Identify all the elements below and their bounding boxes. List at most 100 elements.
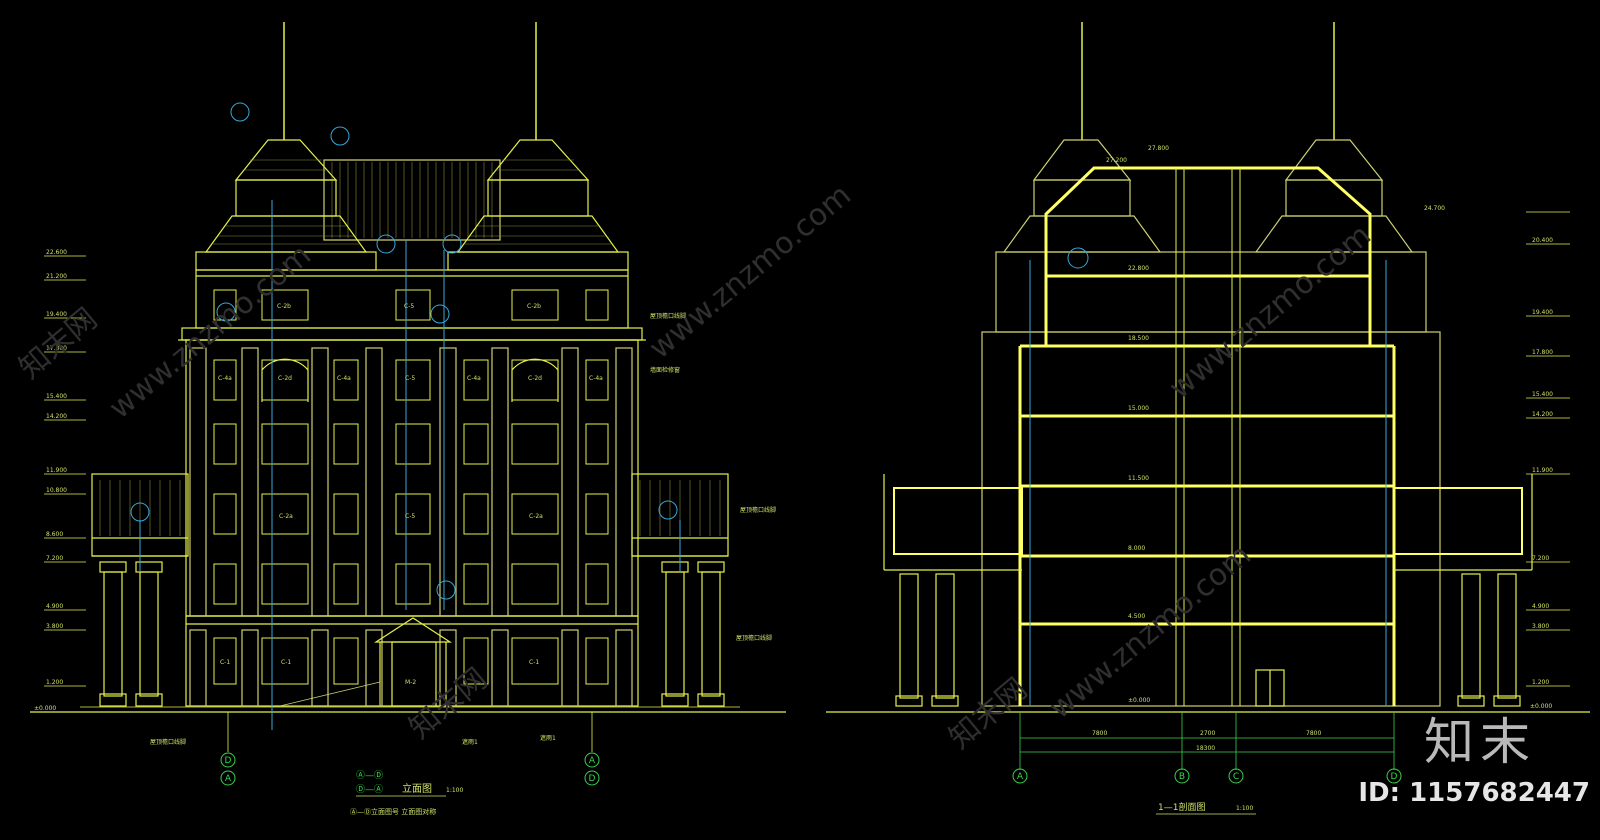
cyan-pipes: [130, 102, 681, 730]
brand-logo-text: 知末: [1424, 713, 1536, 771]
level-mark: 11.500: [1128, 475, 1149, 482]
window-tag: C-2a: [529, 513, 543, 520]
level-mark: 11.900: [1532, 467, 1553, 474]
window-tag: C-1: [281, 659, 291, 666]
axis-label: A: [1017, 772, 1024, 782]
level-mark: 1.200: [1532, 679, 1549, 686]
dimension-total: 18300: [1196, 745, 1215, 752]
level-mark: 7.200: [1532, 555, 1549, 562]
level-mark: 14.200: [1532, 411, 1553, 418]
level-mark: 22.800: [1128, 265, 1149, 272]
window-tag: C-2d: [528, 375, 542, 382]
window-grid: [213, 289, 609, 685]
dimension-value: 2700: [1200, 730, 1215, 737]
callout: 屋顶檐口线脚: [150, 738, 186, 746]
level-mark: 8.600: [46, 531, 63, 538]
level-mark: 10.800: [46, 487, 67, 494]
level-mark: 27.800: [1148, 145, 1169, 152]
level-mark: 19.400: [46, 311, 67, 318]
level-mark: 4.500: [1128, 613, 1145, 620]
title-prefix: Ⓓ—Ⓐ: [356, 784, 383, 795]
elevation-title: 立面图: [402, 782, 432, 795]
axis-label: D: [589, 774, 596, 784]
section-axis-bubbles: A B C D: [1012, 768, 1402, 784]
level-mark: 8.000: [1128, 545, 1145, 552]
elevation-axis-bubbles: D A A D: [220, 752, 600, 786]
level-mark: 15.000: [1128, 405, 1149, 412]
window-tag: C-2b: [277, 303, 291, 310]
axis-label: D: [1391, 772, 1398, 782]
callout: 屋顶檐口线脚: [650, 312, 686, 320]
image-id-label: ID: 1157682447: [1358, 778, 1590, 808]
section-scale: 1:100: [1236, 805, 1253, 812]
level-mark: 14.200: [46, 413, 67, 420]
level-mark: 17.800: [46, 345, 67, 352]
section-level-ticks: [1526, 211, 1570, 713]
section-labels: 27.800 27.200 22.800 18.500 15.000 11.50…: [1092, 145, 1553, 752]
window-tag: C-4a: [467, 375, 481, 382]
level-mark: ±0.000: [34, 705, 56, 712]
callout: 遮雨1: [462, 738, 478, 746]
title-prefix: Ⓐ—Ⓓ: [356, 770, 383, 781]
level-mark: 15.400: [46, 393, 67, 400]
level-mark: 19.400: [1532, 309, 1553, 316]
window-tag: C-1: [529, 659, 539, 666]
window-tag: C-4a: [589, 375, 603, 382]
wing-columns: [99, 561, 725, 707]
level-mark: 27.200: [1106, 157, 1127, 164]
window-tag: C-4a: [218, 375, 232, 382]
level-mark: 4.900: [46, 603, 63, 610]
window-tag: C-4a: [337, 375, 351, 382]
level-mark: 20.400: [1532, 237, 1553, 244]
callout: 屋顶檐口线脚: [740, 506, 776, 514]
level-mark: 24.700: [1424, 205, 1445, 212]
elevation-scale: 1:100: [446, 787, 463, 794]
level-mark: 17.800: [1532, 349, 1553, 356]
legend-note: Ⓐ—Ⓓ立面图号 立面图对称: [350, 807, 436, 816]
window-tag: C-1: [220, 659, 230, 666]
level-mark: 3.800: [1532, 623, 1549, 630]
level-mark: 7.200: [46, 555, 63, 562]
level-mark: 18.500: [1128, 335, 1149, 342]
window-tag: C-2d: [278, 375, 292, 382]
level-mark: 21.200: [46, 273, 67, 280]
window-tag: C-5: [405, 513, 415, 520]
level-mark: 15.400: [1532, 391, 1553, 398]
window-tag: C-2a: [279, 513, 293, 520]
callout: 遮雨1: [540, 734, 556, 742]
level-mark: 22.600: [46, 249, 67, 256]
section-title: 1—1剖面图: [1158, 801, 1205, 813]
elevation-title-block: Ⓐ—Ⓓ Ⓓ—Ⓐ 立面图 1:100 Ⓐ—Ⓓ立面图号 立面图对称: [350, 770, 463, 816]
dimension-lines: [1019, 712, 1395, 770]
section-view: [826, 22, 1590, 770]
elevation-labels: 22.600 21.200 19.400 17.800 15.400 14.20…: [34, 249, 776, 746]
window-tag: M-2: [405, 679, 416, 686]
section-cyan-marks: [1029, 247, 1387, 706]
axis-label: A: [589, 756, 596, 766]
level-mark: ±0.000: [1530, 703, 1552, 710]
elevation-level-ticks: [44, 255, 86, 713]
axis-label: B: [1179, 772, 1185, 782]
axis-label: D: [225, 756, 232, 766]
window-tag: C-2b: [527, 303, 541, 310]
callout: 屋顶檐口线脚: [736, 634, 772, 642]
section-cut-slabs: [1018, 166, 1396, 706]
axis-label: A: [225, 774, 232, 784]
section-title-block: 1—1剖面图 1:100: [1156, 801, 1256, 815]
axis-label: C: [1233, 772, 1239, 782]
tower-roof-hatch: [212, 159, 612, 245]
level-mark: 4.900: [1532, 603, 1549, 610]
dimension-value: 7800: [1306, 730, 1321, 737]
section-columns: [1175, 168, 1241, 706]
level-mark: 1.200: [46, 679, 63, 686]
front-elevation: [30, 22, 786, 752]
level-mark: 3.800: [46, 623, 63, 630]
window-tag: C-5: [404, 303, 414, 310]
window-tag: C-5: [405, 375, 415, 382]
callout: 墙面检修窗: [650, 366, 680, 374]
dimension-value: 7800: [1092, 730, 1107, 737]
level-mark: ±0.000: [1128, 697, 1150, 704]
level-mark: 11.900: [46, 467, 67, 474]
central-roof-hatch: [331, 162, 493, 238]
